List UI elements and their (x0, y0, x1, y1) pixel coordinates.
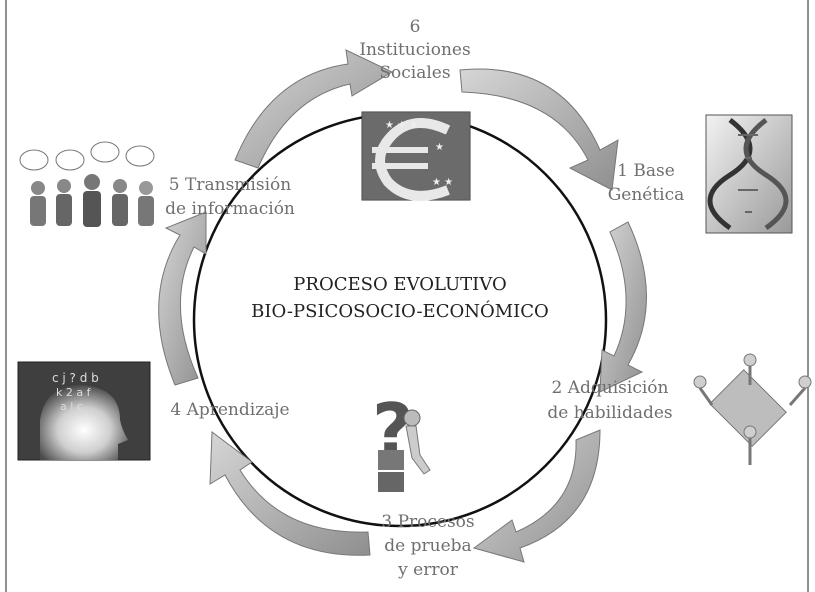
teamwork-figures-image (693, 353, 812, 465)
arrow-6-to-1 (459, 68, 619, 191)
stage-2-label-line2: de habilidades (547, 403, 672, 423)
stage-6-label-line1: Instituciones (359, 40, 470, 60)
stage-5-label-line2: de información (165, 199, 295, 219)
stage-6-label-line2: Sociales (379, 63, 450, 83)
stage-1-label-line1: 1 Base (617, 161, 675, 181)
euro-symbol-image: ★ ★ ★ ★ ★ ★ (361, 111, 471, 201)
arrow-3-to-4 (209, 431, 371, 556)
center-title-line2: BIO-PSICOSOCIO-ECONÓMICO (251, 299, 549, 322)
svg-text:k 2 a f: k 2 a f (56, 386, 92, 399)
svg-text:★: ★ (435, 142, 444, 153)
svg-text:★ ★ ★: ★ ★ ★ (385, 120, 418, 131)
stage-5-label-line1: 5 Transmisión (169, 175, 291, 195)
stage-4-label-line1: 4 Aprendizaje (170, 400, 289, 420)
stage-1-label-line2: Genética (608, 185, 685, 205)
stage-3-label-line2: de prueba (384, 536, 471, 556)
dna-helix-image (705, 114, 793, 234)
people-speech-bubbles-image (19, 141, 155, 227)
center-title-line1: PROCESO EVOLUTIVO (293, 274, 506, 295)
question-mark-figure-image: ? (372, 388, 431, 492)
arrow-2-to-3 (472, 429, 601, 563)
stage-3-label-line1: 3 Procesos (381, 512, 474, 532)
arrow-1-to-2 (599, 221, 647, 393)
svg-text:c j ? d b: c j ? d b (52, 371, 99, 385)
stage-3-label-line3: y error (397, 560, 459, 580)
head-letters-image: c j ? d b k 2 a f a l c (17, 361, 151, 461)
stage-2-label-line1: 2 Adquisición (552, 378, 669, 398)
arrow-4-to-5 (158, 211, 207, 386)
arrow-5-to-6 (234, 49, 394, 169)
svg-text:a l c: a l c (60, 400, 83, 413)
stage-6-number: 6 (410, 17, 421, 37)
svg-text:★ ★: ★ ★ (432, 177, 453, 188)
